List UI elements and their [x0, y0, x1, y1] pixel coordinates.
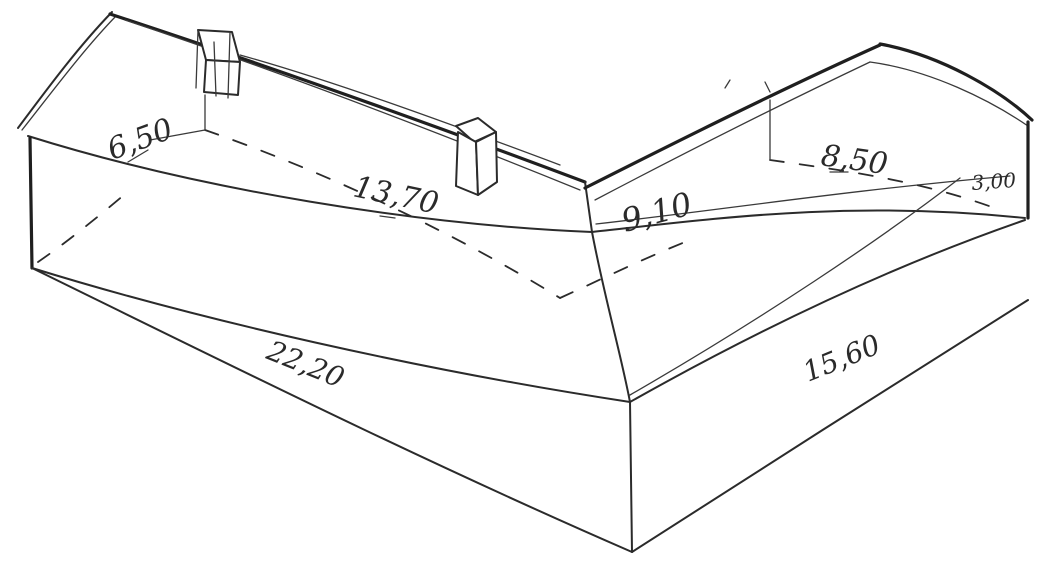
dim-right-wing-end: 3,00	[971, 168, 1017, 195]
chimney-center	[455, 117, 498, 196]
dim-left-wing-outer-length: 22,20	[261, 334, 349, 395]
hidden-lines	[37, 94, 1001, 299]
left-wing-roof	[17, 11, 593, 233]
dim-left-wing-width: 6,50	[103, 112, 178, 168]
walls	[28, 120, 1030, 553]
chimney-left	[195, 29, 241, 99]
dimension-labels: 6,50 13,70 9,10 8,50 3,00 22,20 15,60	[103, 112, 1017, 395]
dim-right-wing-outer-length: 15,60	[798, 328, 885, 389]
dim-right-wing-width: 8,50	[819, 138, 890, 182]
right-wing-roof	[583, 42, 1034, 233]
dim-right-wing-inner-length: 9,10	[617, 185, 696, 240]
